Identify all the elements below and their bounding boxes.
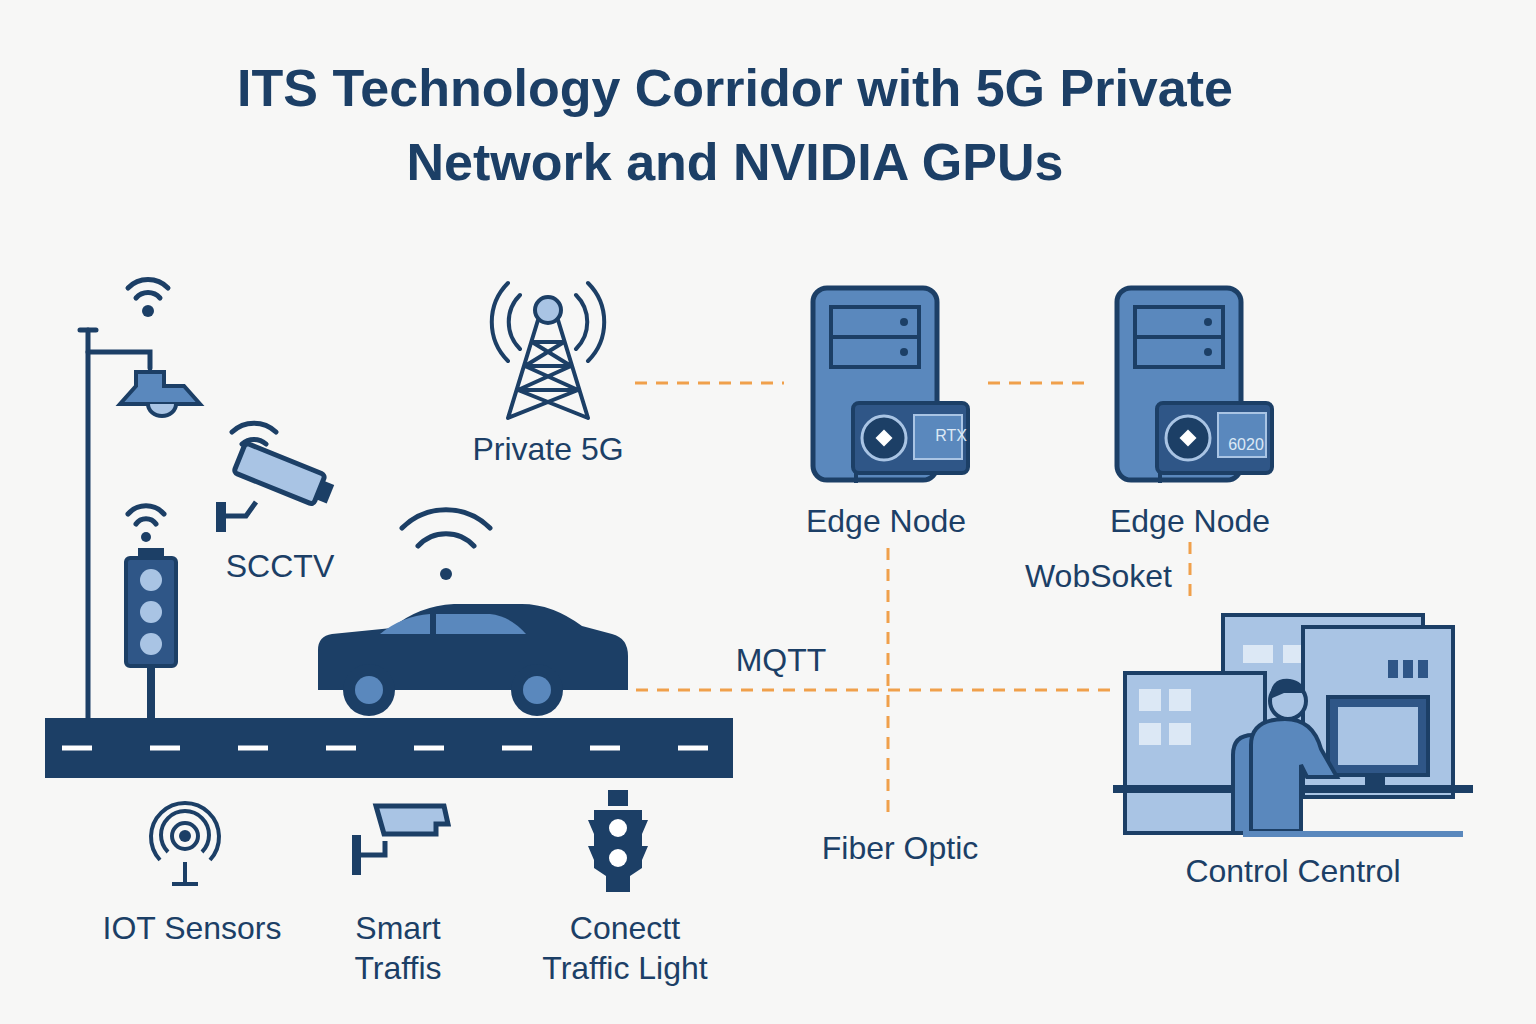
dashed-link [1189,542,1192,603]
device-label: IOT Sensors [82,908,302,948]
edge-server-node: Edge Node [1090,285,1290,540]
node-label: Edge Node [1090,503,1290,540]
edge-server-node: Edge Node [786,285,986,540]
node-icon [786,285,986,540]
diagram-title: ITS Technology Corridor with 5G Private … [150,52,1320,200]
device-label: Conectt Traffic Light [525,908,725,988]
dashed-link [635,382,784,385]
gpu-label: 6020 [1216,437,1276,453]
node-label: Edge Node [786,503,986,540]
device-label: Smart Traffis [338,908,458,988]
node-icon [1090,285,1290,540]
dashed-link [988,382,1088,385]
link-label: Fiber Optic [800,828,1000,868]
antenna-node: Private 5G [463,250,633,468]
gpu-label: RTX [921,428,981,444]
device-label: SCCTV [180,546,380,586]
node-label: Private 5G [463,431,633,468]
node-label: Control Centrol [1103,853,1483,890]
node-icon [1103,605,1483,890]
control-center-node: Control Centrol [1103,605,1483,890]
edge-label: WobSoket [1021,558,1176,595]
protocol-label: MQTT [721,640,841,680]
